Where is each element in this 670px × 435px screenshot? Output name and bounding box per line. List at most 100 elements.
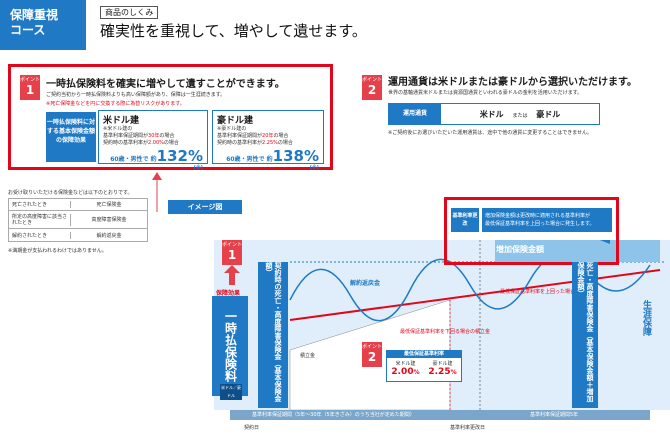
point1-title: 一時払保険料を確実に増やして遺すことができます。: [46, 79, 285, 90]
saitei-usd-label: 米ドル建: [395, 361, 416, 367]
point1-desc: ご契約当初から一時払保険料よりも高い保障額があり、保障は一生涯続きます。: [46, 92, 226, 98]
red-up-arrow-icon: [224, 265, 240, 285]
saitei-box: 最低保証基準利率 米ドル建 2.00% 豪ドル建 2.25%: [386, 350, 462, 382]
usd-line3c: の場合: [163, 140, 179, 146]
zouka-label: 増加保険金額: [496, 245, 544, 254]
point-label: ポイント: [222, 242, 243, 248]
usd-card-title: 米ドル建: [103, 116, 140, 126]
point2-title: 運用通貨は米ドルまたは豪ドルから選択いただけます。: [388, 77, 637, 88]
usd-line2c: の場合: [159, 133, 175, 139]
aud-period: 20年: [262, 133, 274, 139]
saitei-usd: 米ドル建 2.00%: [391, 360, 419, 377]
payout-note: ※満期金が支払われるわけではありません。: [8, 248, 107, 254]
tsumitate-label: 積立金: [300, 353, 316, 359]
row-what: 死亡保険金: [96, 202, 122, 208]
aud-line3a: 契約時の基準利率が: [217, 140, 263, 146]
course-tag-line2: コース: [10, 23, 46, 37]
currency-or: または: [512, 112, 528, 119]
hoshou-kouka-label: 保障効果: [216, 290, 241, 297]
course-tag-line1: 保障重視: [10, 8, 59, 22]
currency-label: 運用通貨: [389, 104, 441, 124]
callout-text1: 増加保険金額は更改時に適用される基準利率が: [485, 213, 591, 219]
usd-result: 60歳・男性で 約132%(※): [103, 147, 203, 174]
period2-label: 基準利率保証期間5年: [530, 412, 579, 418]
increase-line: [289, 269, 661, 321]
saitei-aud-num: 2.25: [428, 367, 451, 377]
currency-usd: 米ドル: [479, 109, 504, 119]
table-row: 解約されたとき 解約返戻金: [9, 229, 147, 241]
point2-desc: 世界の基軸通貨米ドルまたは資源国通貨といわれる豪ドルの金利を活用いただけます。: [388, 90, 583, 96]
payout-table: 死亡されたとき 死亡保険金 所定の高度障害に該当されたとき 高度障害保険金 解約…: [8, 198, 148, 242]
point-number: 2: [367, 350, 377, 364]
usd-line2a: 基準利率保証期間が: [103, 133, 149, 139]
saitei-note: 最低保証基準利率を下回る場合の積立金: [400, 329, 491, 335]
usd-line2: 基準利率保証期間が30年の場合: [103, 133, 203, 140]
usd-line3: 契約時の基準利率が2.00%の場合: [103, 140, 203, 147]
aud-card: 豪ドル建 ※豪ドル建の 基準利率保証期間が20年の場合 契約時の基準利率が2.2…: [212, 110, 324, 171]
aud-line1: ※豪ドル建の: [217, 126, 247, 132]
aud-line2a: 基準利率保証期間が: [217, 133, 263, 139]
callout-box: [444, 197, 619, 265]
callout-label: 基準利率更改: [451, 208, 479, 232]
page-headline: 確実性を重視して、増やして遺せます。: [100, 22, 367, 40]
point1-box: [8, 64, 333, 170]
aud-line2c: の場合: [273, 133, 289, 139]
saitei-aud-label: 豪ドル建: [432, 361, 453, 367]
currency-aud: 豪ドル: [536, 109, 561, 119]
currency-options: 米ドル または 豪ドル: [441, 109, 599, 120]
aud-line3: 契約時の基準利率が2.25%の場合: [217, 140, 319, 147]
row-what: 高度障害保険金: [91, 217, 127, 223]
aud-res-sup: (※): [309, 165, 319, 171]
saitei-note2: 最低保証基準利率を上回った場合の積立金: [500, 289, 596, 295]
currency-tag: 米ドル／豪ドル: [220, 384, 242, 400]
renewal-date-label: 基準利率更改日: [450, 425, 486, 431]
point1-note: ※死亡保障金などを円に交換する際に為替リスクがあります。: [46, 101, 185, 107]
period1-label: 基準利率保証期間（5年〜30年（5年きざみ）のうち当社が定めた期間）: [252, 412, 415, 418]
point1-effect-label: 一時払保険料に対する基本保険金額の保障効果: [46, 112, 96, 162]
row-when: 死亡されたとき: [9, 201, 71, 208]
currency-box: 運用通貨 米ドル または 豪ドル: [388, 103, 600, 125]
ichiji-band: 一時払保険料: [212, 296, 248, 396]
aud-rate: 2.25%: [262, 140, 278, 146]
aud-result: 60歳・男性で 約138%(※): [217, 147, 319, 174]
aud-res-b: 約: [266, 156, 273, 163]
saitei-usd-num: 2.00: [391, 367, 414, 377]
saitei-aud: 豪ドル建 2.25%: [428, 360, 456, 377]
usd-line1: ※米ドル建の: [103, 126, 133, 132]
usd-res-value: 132%: [156, 147, 203, 165]
usd-res-a: 60歳・男性で: [110, 156, 149, 163]
table-row: 死亡されたとき 死亡保険金: [9, 199, 147, 211]
point-label: ポイント: [362, 77, 383, 83]
course-tag: 保障重視 コース: [0, 0, 86, 50]
saitei-label: 最低保証基準利率: [387, 351, 461, 358]
usd-line3a: 契約時の基準利率が: [103, 140, 149, 146]
payout-intro: お受け取りいただける保険金などは以下のとおりです。: [8, 190, 133, 196]
death-band: 契約時の死亡・高度障害保険金（基本保険金額）: [258, 262, 288, 408]
up-arrow-icon: [152, 172, 162, 212]
row-what: 解約返戻金: [96, 232, 122, 239]
section-subtitle: 商品のしくみ: [100, 6, 159, 19]
callout-text: 増加保険金額は更改時に適用される基準利率が 最低保証基準利率を上回った場合に発生…: [482, 208, 612, 232]
row-when: 解約されたとき: [9, 231, 71, 239]
saitei-aud-value: 2.25%: [428, 367, 456, 377]
point-label: ポイント: [20, 77, 41, 83]
point-number: 1: [227, 248, 237, 262]
usd-rate: 2.00%: [148, 140, 164, 146]
callout-text2: 最低保証基準利率を上回った場合に発生します。: [485, 221, 595, 227]
point2-note: ※ご契約後にお選びいただいた運用通貨は、途中で他の通貨に変更することはできません…: [388, 130, 593, 136]
aud-line3c: の場合: [277, 140, 293, 146]
aud-res-value: 138%: [272, 147, 319, 165]
kaiyaku-label: 解約返戻金: [350, 280, 381, 287]
row-when: 所定の高度障害に該当されたとき: [9, 213, 71, 226]
contract-date-label: 契約日: [244, 425, 260, 431]
saitei-values: 米ドル建 2.00% 豪ドル建 2.25%: [387, 358, 461, 377]
aud-line2: 基準利率保証期間が20年の場合: [217, 133, 319, 140]
saitei-usd-value: 2.00%: [391, 367, 419, 377]
image-label: イメージ図: [168, 200, 242, 214]
aud-card-title: 豪ドル建: [217, 116, 254, 126]
usd-res-sup: (※): [193, 165, 203, 171]
saitei-aud-pct: %: [450, 369, 457, 376]
